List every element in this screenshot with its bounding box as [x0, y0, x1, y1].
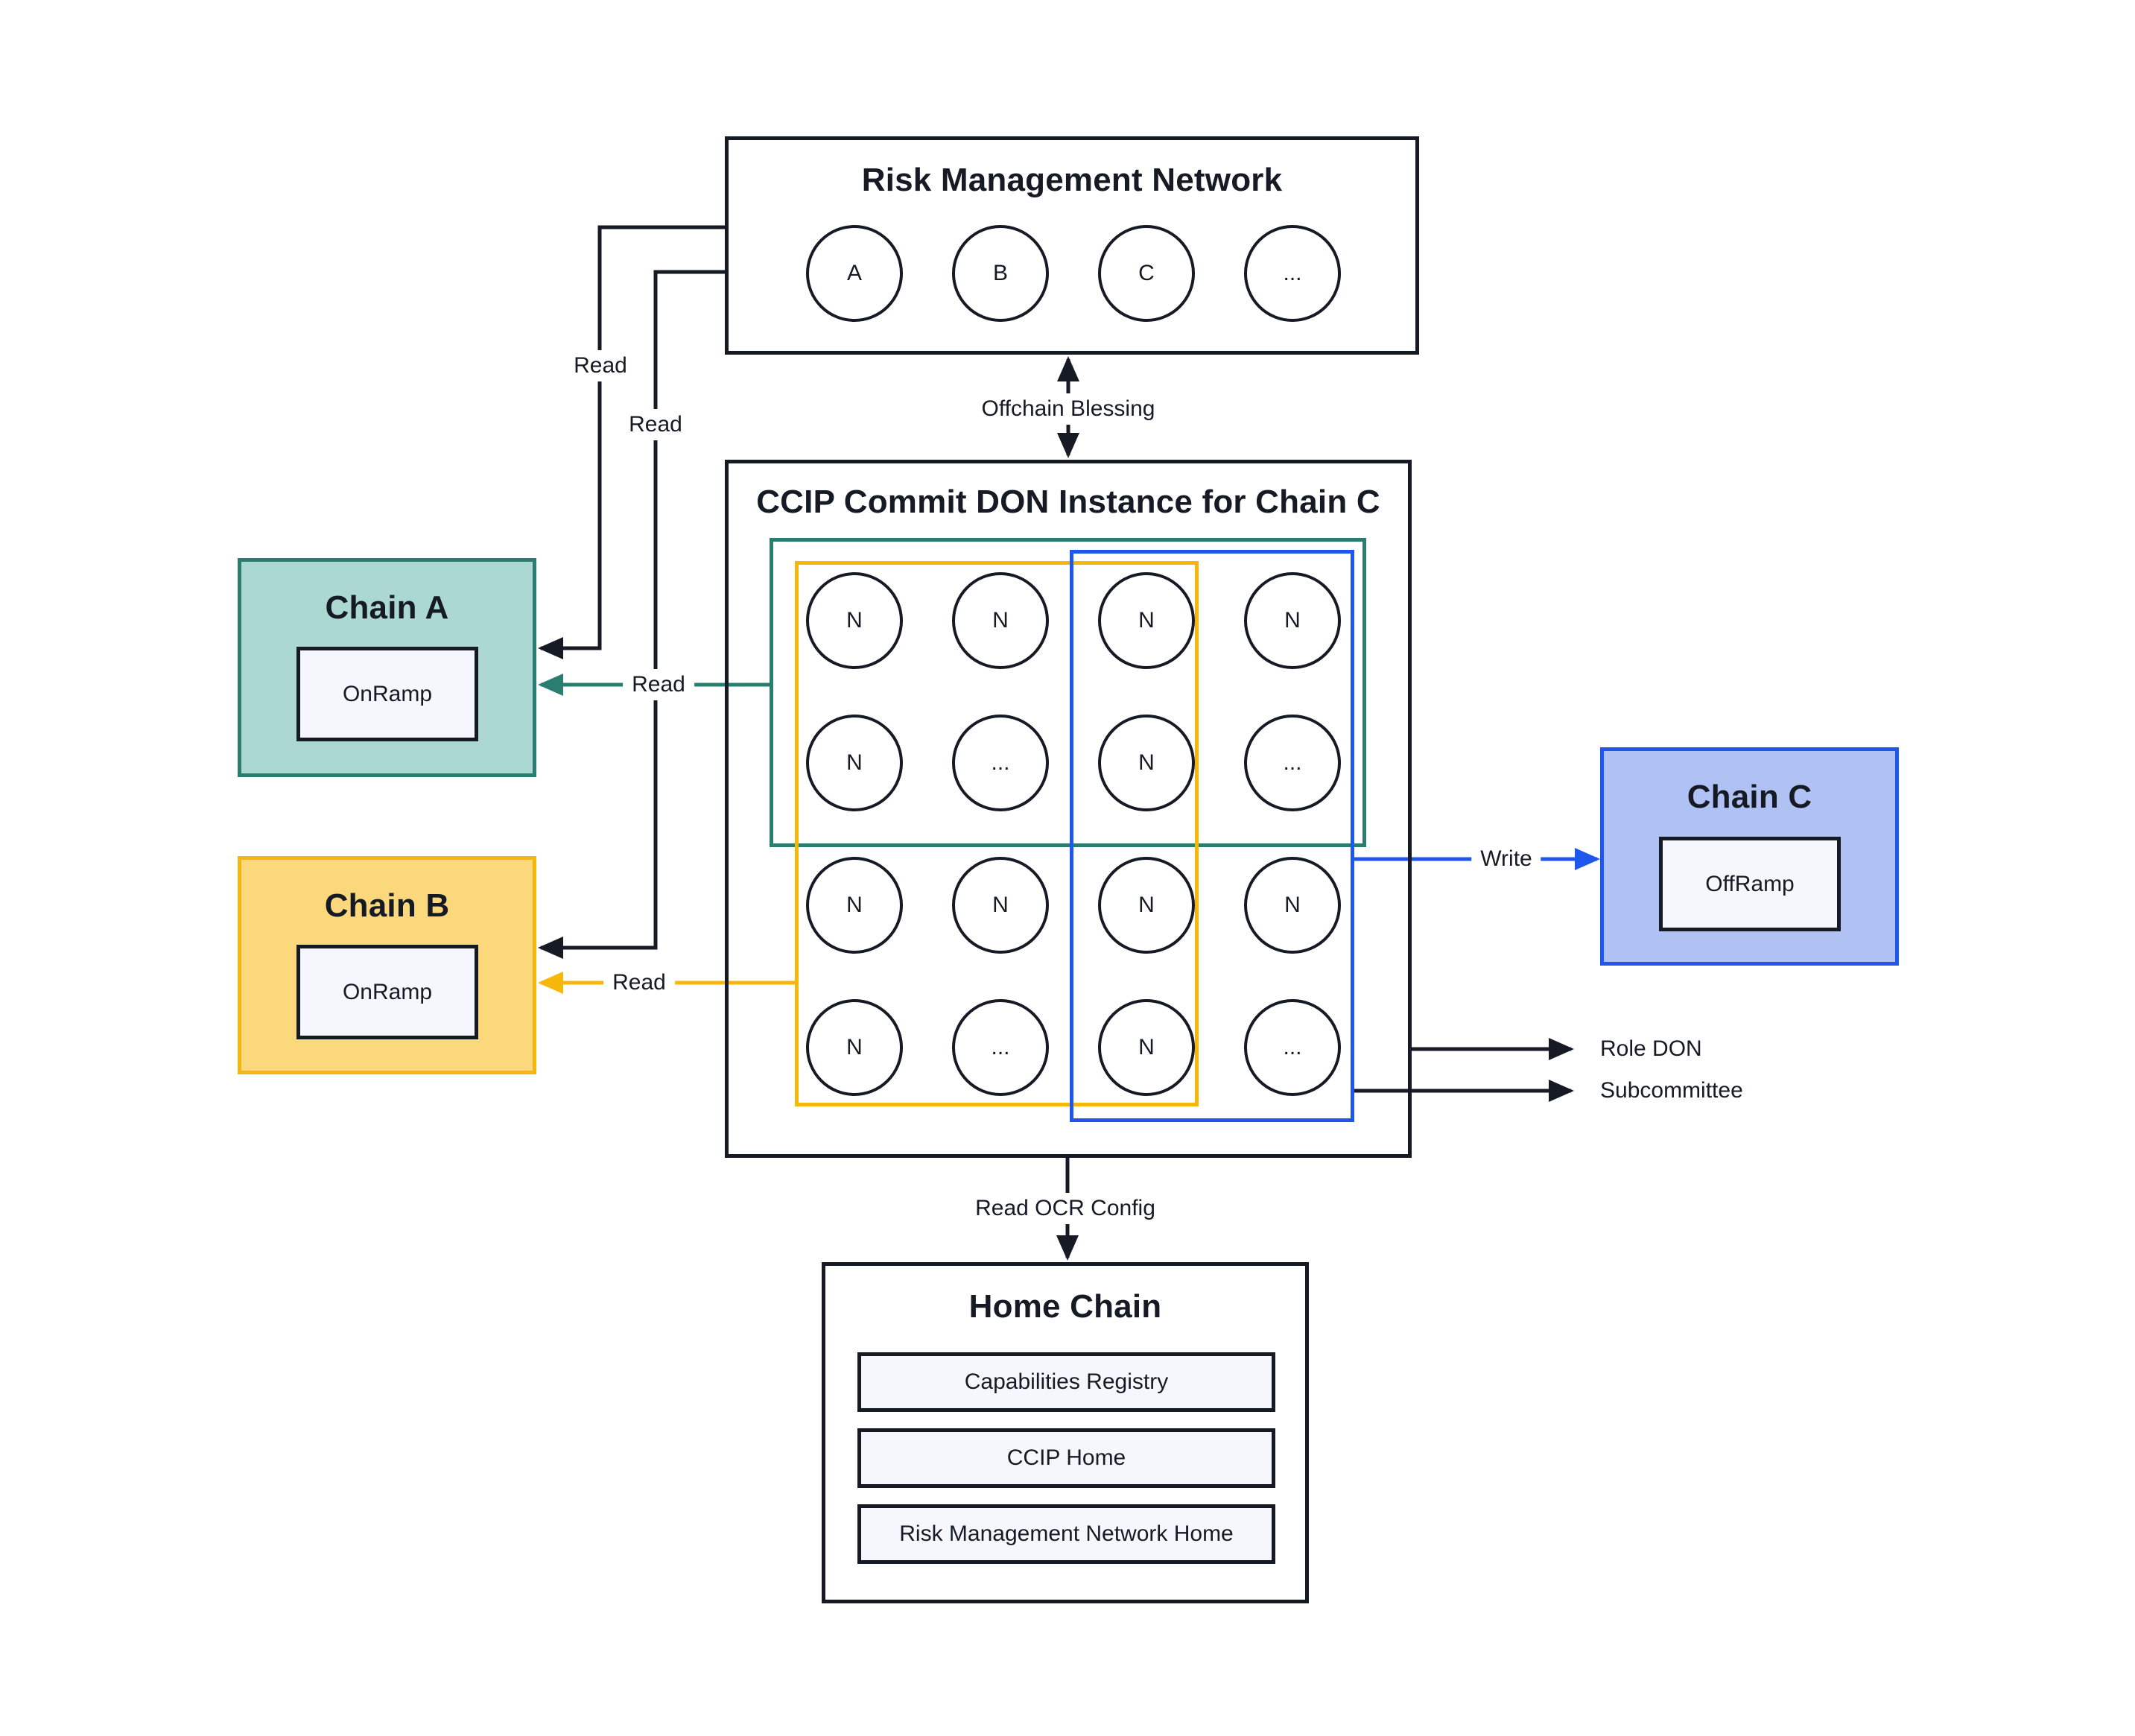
- blessing-committee-rect: [770, 538, 1366, 847]
- don-node: N: [806, 715, 903, 811]
- rmn-node: B: [952, 225, 1049, 322]
- chain-c-offramp-label: OffRamp: [1705, 871, 1795, 896]
- risk-management-network-box: [725, 136, 1419, 355]
- rmn-node: C: [1098, 225, 1195, 322]
- don-node: N: [806, 999, 903, 1096]
- don-node: N: [806, 857, 903, 954]
- home-chain-box: [822, 1262, 1309, 1603]
- don-node: N: [1098, 857, 1195, 954]
- home-chain-contract: Risk Management Network Home: [857, 1504, 1275, 1564]
- rmn-node: A: [806, 225, 903, 322]
- don-node: N: [806, 572, 903, 669]
- label-read-don-to-chain-b: Read: [603, 967, 675, 998]
- home-chain-contract: Capabilities Registry: [857, 1352, 1275, 1412]
- rmn-node: ...: [1244, 225, 1341, 322]
- don-node: ...: [952, 999, 1049, 1096]
- label-write: Write: [1471, 843, 1541, 875]
- label-offchain-blessing: Offchain Blessing: [972, 393, 1164, 425]
- label-read-don-to-chain-a: Read: [623, 669, 694, 700]
- chain-b-onramp-label: OnRamp: [342, 979, 433, 1004]
- don-node: N: [952, 572, 1049, 669]
- chain-a-title: Chain A: [325, 589, 449, 626]
- ccip-commit-don-title: CCIP Commit DON Instance for Chain C: [756, 484, 1380, 520]
- don-node: N: [1098, 999, 1195, 1096]
- risk-management-network-title: Risk Management Network: [861, 162, 1283, 198]
- ccip-commit-don-box: [725, 460, 1412, 1158]
- don-node: ...: [1244, 999, 1341, 1096]
- chain-b-title: Chain B: [324, 887, 450, 924]
- chain-a-onramp-label: OnRamp: [342, 681, 433, 706]
- chain-b-onramp-box: OnRamp: [296, 945, 478, 1039]
- label-role-don: Role DON: [1600, 1036, 1702, 1061]
- label-read-ocr-config: Read OCR Config: [966, 1193, 1164, 1224]
- chain-c-title: Chain C: [1687, 779, 1812, 815]
- subcommittee-rect: [1070, 550, 1354, 1122]
- label-subcommittee: Subcommittee: [1600, 1078, 1743, 1103]
- don-node: ...: [952, 715, 1049, 811]
- home-chain-title: Home Chain: [968, 1288, 1162, 1325]
- home-chain-contract: CCIP Home: [857, 1428, 1275, 1488]
- don-node: N: [1244, 857, 1341, 954]
- don-node: N: [1098, 715, 1195, 811]
- label-read-rmn-to-chain-b: Read: [620, 409, 691, 440]
- don-node: N: [952, 857, 1049, 954]
- don-node: ...: [1244, 715, 1341, 811]
- chain-a-onramp-box: OnRamp: [296, 647, 478, 741]
- don-node: N: [1244, 572, 1341, 669]
- don-node: N: [1098, 572, 1195, 669]
- label-read-rmn-to-chain-a: Read: [565, 350, 636, 381]
- chain-c-offramp-box: OffRamp: [1659, 837, 1841, 931]
- chain-b-committee-rect: [795, 561, 1199, 1106]
